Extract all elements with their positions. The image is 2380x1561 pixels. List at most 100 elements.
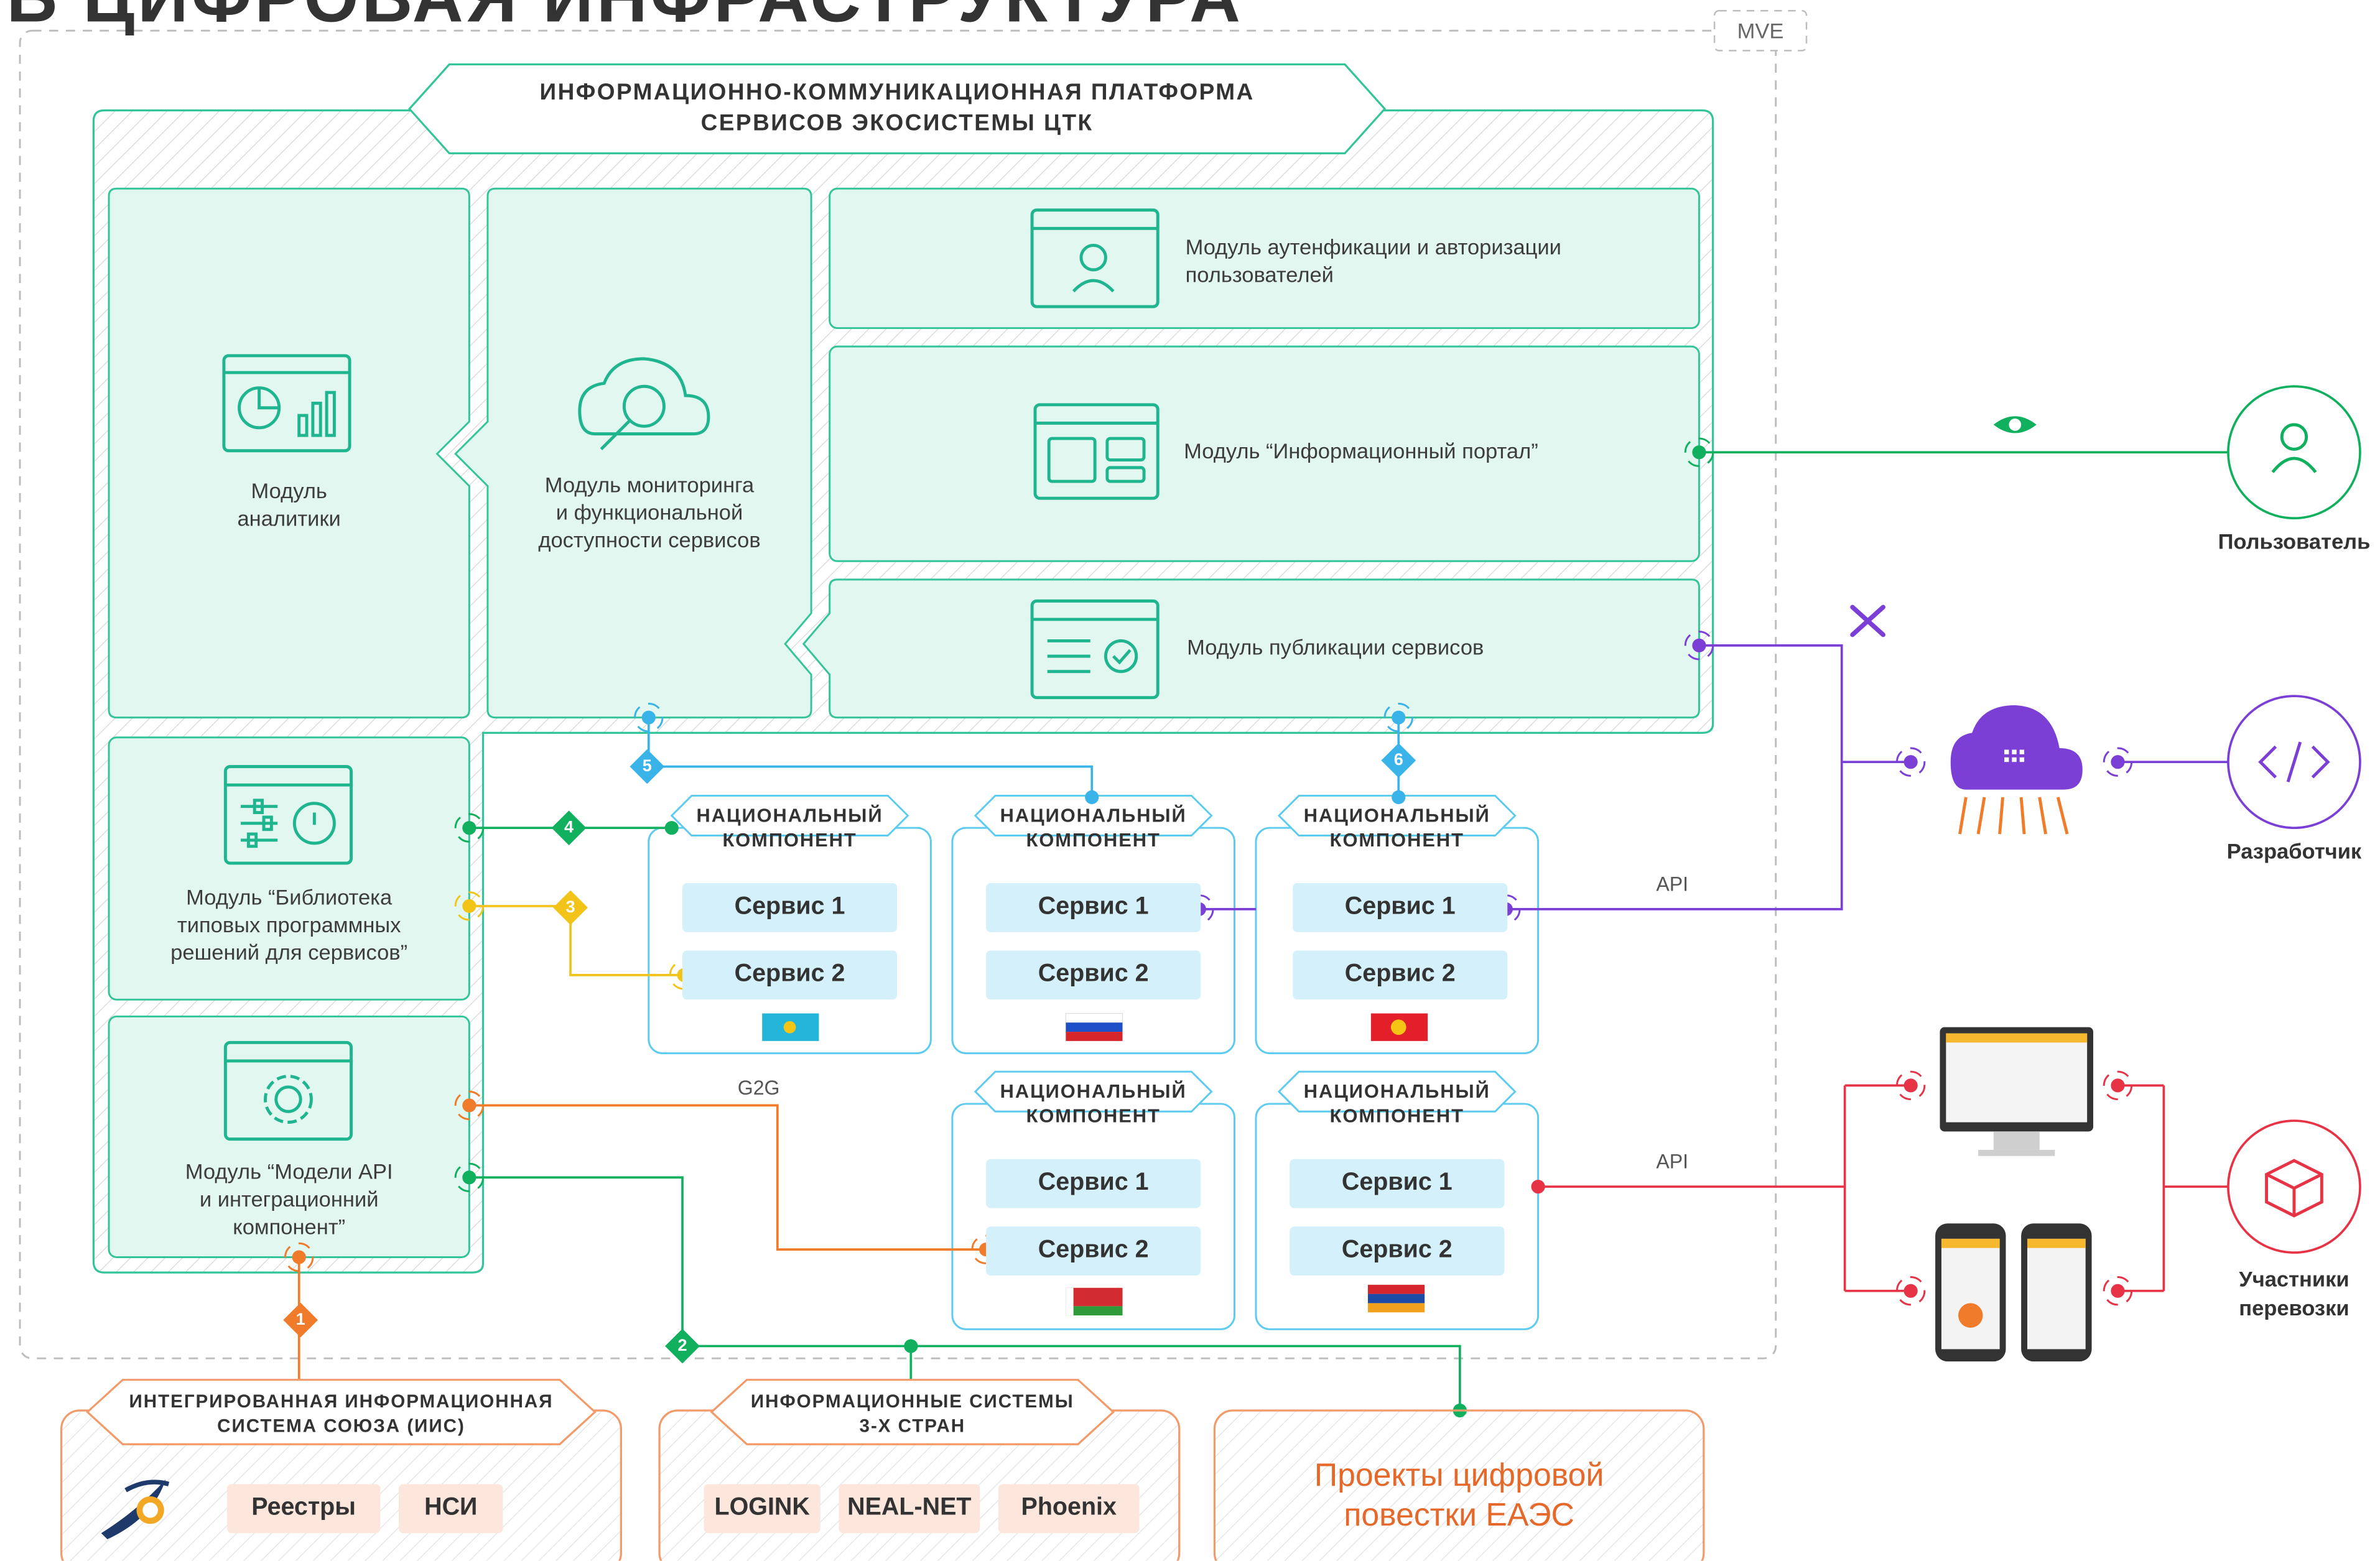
- auth-label-line2: пользователей: [1185, 262, 1334, 287]
- participants-label-line2: перевозки: [2239, 1295, 2350, 1320]
- library-module: [108, 736, 470, 1001]
- system-phoenix: Phoenix: [998, 1484, 1140, 1534]
- national-component-am-line1: НАЦИОНАЛЬНЫЙ: [1303, 1080, 1490, 1103]
- g2g-label: G2G: [737, 1076, 780, 1100]
- monitor-icon: [1940, 1027, 2093, 1156]
- cloud-search-icon: [578, 357, 710, 451]
- mve-boundary: [19, 29, 1777, 1360]
- connector-dots: [284, 437, 2133, 1418]
- user-icon: [2271, 423, 2317, 473]
- user-window-icon: [1030, 208, 1160, 308]
- service-1-kz: Сервис 1: [682, 882, 898, 932]
- flag-armenia: [1367, 1284, 1425, 1313]
- library-label-line2: типовых программных: [177, 912, 401, 937]
- service-2-by: Сервис 2: [986, 1226, 1201, 1276]
- service-1-kg: Сервис 1: [1293, 882, 1508, 932]
- badge-5: 5: [642, 757, 652, 776]
- api-module-label-line2: и интеграционний: [199, 1187, 379, 1211]
- auth-module: [829, 187, 1700, 330]
- monitoring-label-line2: и функциональной: [555, 499, 743, 525]
- monitoring-label-line1: Модуль мониторинга: [544, 472, 755, 497]
- publication-label: Модуль публикации сервисов: [1187, 634, 1484, 660]
- third-countries-header: [710, 1379, 1115, 1445]
- digital-agenda-box: [1213, 1409, 1705, 1561]
- service-2-am: Сервис 2: [1290, 1226, 1505, 1276]
- monitoring-module: [454, 187, 812, 719]
- participants-label-line1: Участники: [2239, 1266, 2350, 1291]
- mve-tag: [1713, 10, 1808, 52]
- badge-6: 6: [1393, 751, 1403, 770]
- api-module: [108, 1015, 470, 1258]
- developer-actor-label: Разработчик: [2226, 838, 2362, 863]
- national-component-by-line1: НАЦИОНАЛЬНЫЙ: [1000, 1080, 1187, 1103]
- publication-window-icon: [1030, 599, 1160, 700]
- analytics-label-line2: аналитики: [237, 506, 341, 530]
- monitoring-label-line3: доступности сервисов: [538, 527, 761, 552]
- iis-header-line2: СИСТЕМА СОЮЗА (ИИС): [217, 1415, 465, 1437]
- platform-title-line1: ИНФОРМАЦИОННО-КОММУНИКАЦИОННАЯ ПЛАТФОРМА: [539, 80, 1255, 106]
- flag-russia: [1065, 1012, 1123, 1041]
- cloud-api-icon: [1950, 705, 2083, 835]
- platform-header: [408, 63, 1387, 155]
- portal-label: Модуль “Информационный портал”: [1184, 438, 1538, 463]
- service-2-kg: Сервис 2: [1293, 950, 1508, 1000]
- analytics-module: [108, 187, 470, 719]
- service-1-ru: Сервис 1: [986, 882, 1201, 932]
- third-countries-header-line1: ИНФОРМАЦИОННЫЕ СИСТЕМЫ: [750, 1390, 1074, 1412]
- national-component-ru-line1: НАЦИОНАЛЬНЫЙ: [1000, 805, 1187, 827]
- system-neal-net: NEAL-NET: [839, 1484, 980, 1534]
- api-label-top: API: [1656, 872, 1689, 896]
- mve-label: MVE: [1737, 18, 1784, 44]
- flag-kazakhstan: [762, 1013, 819, 1041]
- badge-1: 1: [295, 1310, 305, 1330]
- badge-3: 3: [565, 898, 575, 917]
- third-countries-header-line2: 3-Х СТРАН: [859, 1415, 966, 1437]
- iis-nsi: НСИ: [398, 1484, 503, 1534]
- api-gear-icon: [223, 1040, 353, 1141]
- system-logink: LOGINK: [704, 1484, 820, 1534]
- code-icon: [2258, 741, 2330, 782]
- library-label-line1: Модуль “Библиотека: [186, 884, 393, 909]
- api-label-bottom: API: [1656, 1149, 1689, 1173]
- service-1-am: Сервис 1: [1290, 1159, 1505, 1208]
- api-module-label-line1: Модуль “Модели API: [185, 1159, 393, 1184]
- library-label-line3: решений для сервисов”: [170, 940, 408, 965]
- digital-agenda-line1: Проекты цифровой: [1314, 1458, 1604, 1494]
- national-component-kz-line2: КОМПОНЕНТ: [722, 829, 857, 851]
- phone-icons: [1935, 1223, 2092, 1362]
- auth-label-line1: Модуль аутенфикации и авторизации: [1185, 234, 1561, 259]
- national-component-kg-line1: НАЦИОНАЛЬНЫЙ: [1303, 805, 1490, 827]
- national-component-by-line2: КОМПОНЕНТ: [1026, 1105, 1161, 1127]
- flag-kyrgyzstan: [1370, 1013, 1428, 1041]
- national-component-kg-line2: КОМПОНЕНТ: [1329, 829, 1464, 851]
- user-actor-label: Пользователь: [2218, 529, 2371, 554]
- publication-module: [802, 578, 1700, 719]
- page-title-fragment: ЛЬ ЦИФРОВАЯ ИНФРАСТРУКТУРА: [0, 0, 1243, 37]
- service-2-kz: Сервис 2: [682, 950, 898, 1000]
- national-component-am-line2: КОМПОНЕНТ: [1329, 1105, 1464, 1127]
- tools-icon: [1850, 604, 1885, 637]
- user-actor-circle: [2227, 385, 2361, 520]
- library-settings-icon: [223, 765, 353, 865]
- national-component-kz-line1: НАЦИОНАЛЬНЫЙ: [696, 805, 883, 827]
- cube-icon: [2265, 1159, 2323, 1218]
- iis-header-line1: ИНТЕГРИРОВАННАЯ ИНФОРМАЦИОННАЯ: [129, 1390, 554, 1412]
- badge-4: 4: [564, 818, 574, 837]
- service-1-by: Сервис 1: [986, 1159, 1201, 1208]
- service-2-ru: Сервис 2: [986, 950, 1201, 1000]
- badge-2: 2: [677, 1336, 687, 1356]
- portal-window-icon: [1033, 403, 1160, 500]
- api-module-label-line3: компонент”: [233, 1214, 346, 1239]
- national-component-ru-line2: КОМПОНЕНТ: [1026, 829, 1161, 851]
- platform-title-line2: СЕРВИСОВ ЭКОСИСТЕМЫ ЦТК: [700, 110, 1094, 137]
- iis-registries: Реестры: [226, 1484, 381, 1534]
- analytics-icon: [222, 354, 351, 453]
- analytics-label-line1: Модуль: [251, 478, 327, 503]
- iis-header: [86, 1379, 597, 1445]
- eye-icon: [1993, 416, 2037, 433]
- digital-agenda-line2: повестки ЕАЭС: [1344, 1498, 1574, 1534]
- eaeu-emblem-icon: [101, 1479, 170, 1540]
- flag-belarus: [1066, 1287, 1123, 1316]
